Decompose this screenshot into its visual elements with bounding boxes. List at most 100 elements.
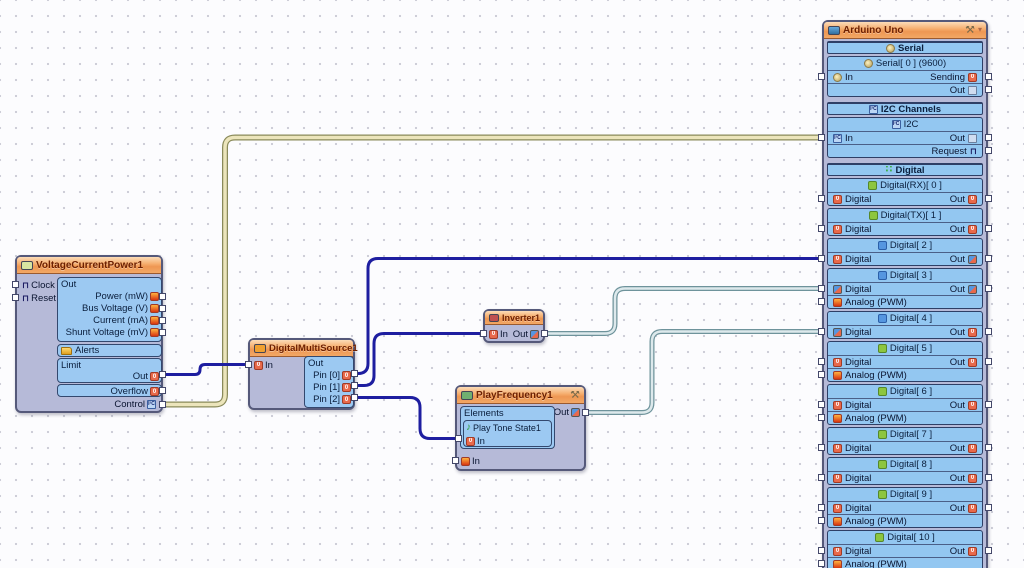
pin-label: Analog (PWM)	[845, 412, 907, 424]
block-header[interactable]: DigitalMultiSource1	[250, 340, 358, 357]
block-header[interactable]: PlayFrequency1	[457, 387, 584, 404]
pin[interactable]	[985, 358, 992, 365]
pin[interactable]	[818, 414, 825, 421]
arduino-section-i2c-channels[interactable]: I2C Channels	[827, 102, 983, 115]
green-icon	[877, 344, 887, 353]
pin-label: Digital	[845, 356, 872, 368]
pin[interactable]	[159, 293, 166, 300]
digital-icon	[833, 254, 842, 264]
wire-inverter-out-to-digital3-outline[interactable]	[542, 286, 824, 336]
block-header[interactable]: VoltageCurrentPower1	[17, 257, 161, 274]
pin[interactable]	[818, 358, 825, 365]
pin[interactable]	[12, 281, 19, 288]
playfrequency-block[interactable]: PlayFrequency1 Out Elements Play Tone St…	[452, 385, 589, 471]
pin[interactable]	[159, 305, 166, 312]
pin[interactable]	[582, 409, 589, 416]
pin[interactable]	[985, 86, 992, 93]
wire-playfreq-out-to-digital4[interactable]	[584, 330, 823, 414]
wire-pin2-to-playtone-in[interactable]	[353, 396, 460, 440]
pin[interactable]	[818, 195, 825, 202]
digital-pin-icon	[342, 371, 351, 380]
pin[interactable]	[541, 330, 548, 337]
pin-label: Serial	[898, 42, 924, 54]
pin[interactable]	[818, 547, 825, 554]
pin[interactable]	[818, 285, 825, 292]
pin[interactable]	[480, 330, 487, 337]
arduino-section-digital[interactable]: Digital	[827, 163, 983, 176]
pin[interactable]	[985, 504, 992, 511]
wire-pin0-to-digital2[interactable]	[353, 257, 823, 375]
pin[interactable]	[818, 504, 825, 511]
pin[interactable]	[351, 394, 358, 401]
pin[interactable]	[818, 401, 825, 408]
wire-inverter-out-to-digital3[interactable]	[543, 287, 823, 335]
pin[interactable]	[818, 298, 825, 305]
pin[interactable]	[985, 444, 992, 451]
pin[interactable]	[818, 134, 825, 141]
block-header[interactable]: Arduino Uno	[824, 22, 986, 39]
wire-limit-out-to-multisource-in[interactable]	[161, 363, 250, 376]
pin[interactable]	[351, 382, 358, 389]
pin[interactable]	[452, 457, 459, 464]
pin[interactable]	[159, 317, 166, 324]
pin[interactable]	[818, 73, 825, 80]
pin[interactable]	[985, 73, 992, 80]
chevron-down-icon[interactable]	[978, 26, 982, 35]
i2c-icon	[833, 133, 842, 143]
pin[interactable]	[818, 328, 825, 335]
pin[interactable]	[159, 371, 166, 378]
pin[interactable]	[818, 444, 825, 451]
pin[interactable]	[985, 401, 992, 408]
pin[interactable]	[159, 387, 166, 394]
green-icon	[877, 490, 887, 499]
pin[interactable]	[985, 195, 992, 202]
pin[interactable]	[159, 401, 166, 408]
pin[interactable]	[985, 147, 992, 154]
pin[interactable]	[985, 134, 992, 141]
wire-pin1-to-inverter-in[interactable]	[353, 332, 485, 387]
pin[interactable]	[985, 474, 992, 481]
block-header[interactable]: Inverter1	[485, 311, 543, 325]
pin[interactable]	[245, 361, 252, 368]
pin[interactable]	[985, 328, 992, 335]
pin[interactable]	[818, 225, 825, 232]
arduino-channel[interactable]: Serial[ 0 ] (9600)InSendingOut	[818, 56, 992, 97]
pin[interactable]	[455, 435, 462, 442]
digitalmultisource-block[interactable]: DigitalMultiSource1 In Out Pin [0] Pin […	[245, 338, 358, 410]
pin[interactable]	[985, 547, 992, 554]
pin[interactable]	[818, 560, 825, 567]
wrench-icon[interactable]	[570, 391, 580, 400]
pin[interactable]	[818, 474, 825, 481]
pin[interactable]	[985, 285, 992, 292]
arduino-section-serial[interactable]: Serial	[827, 41, 983, 54]
voltagecurrentpower-block[interactable]: VoltageCurrentPower1 Clock Reset Out Pow…	[12, 255, 166, 413]
pin[interactable]	[985, 255, 992, 262]
alerts-header[interactable]: Alerts	[57, 344, 162, 357]
analog-pin-icon	[150, 292, 159, 301]
play-tone-state-item[interactable]: Play Tone State1 In	[463, 420, 552, 447]
pin[interactable]	[818, 517, 825, 524]
wrench-icon[interactable]	[965, 26, 975, 35]
pin[interactable]	[985, 225, 992, 232]
inverter-block[interactable]: Inverter1 In Out	[480, 309, 548, 343]
pin[interactable]	[351, 370, 358, 377]
pin[interactable]	[818, 371, 825, 378]
pin[interactable]	[818, 255, 825, 262]
wire-playfreq-out-to-digital4-outline[interactable]	[583, 329, 824, 415]
pin[interactable]	[12, 294, 19, 301]
pin[interactable]	[159, 329, 166, 336]
